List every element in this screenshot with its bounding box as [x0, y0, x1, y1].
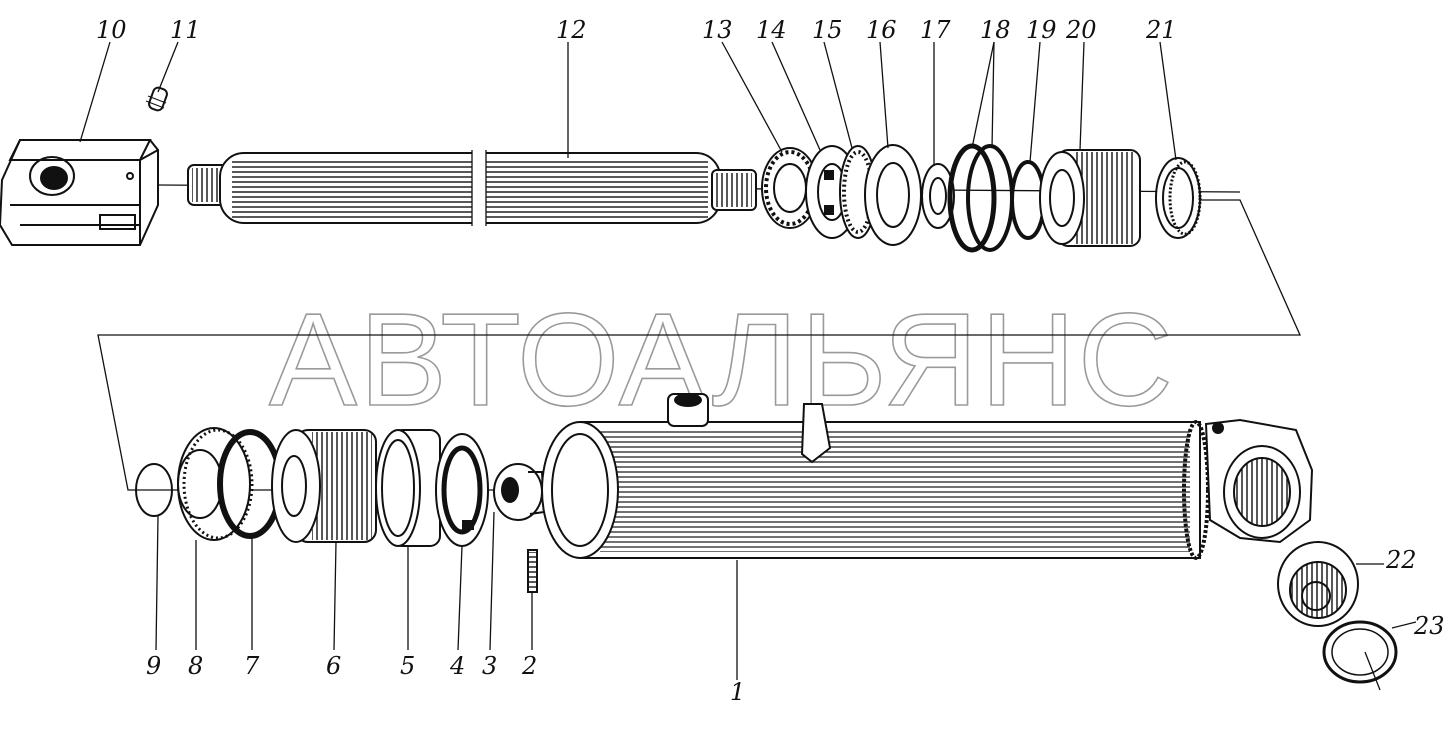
lower-assembly — [135, 393, 1398, 684]
part-labels: 10 11 12 13 14 15 16 17 18 19 20 21 9 8 … — [96, 16, 1445, 706]
label-part-12: 12 — [556, 16, 587, 44]
label-part-6: 6 — [326, 652, 341, 680]
part-22-bearing — [1277, 541, 1359, 627]
label-part-17: 17 — [920, 16, 951, 44]
part-8-washer — [177, 427, 254, 541]
label-part-9: 9 — [146, 652, 161, 680]
label-part-23: 23 — [1413, 612, 1445, 640]
label-part-8: 8 — [188, 652, 203, 680]
label-part-4: 4 — [449, 652, 465, 680]
part-11-grease-nipple — [145, 86, 168, 112]
part-2-screw — [527, 549, 538, 593]
part-18-o-rings — [947, 143, 1014, 253]
label-part-20: 20 — [1065, 16, 1097, 44]
label-part-14: 14 — [756, 16, 787, 44]
label-part-5: 5 — [400, 652, 415, 680]
part-16-washer — [864, 144, 922, 246]
label-part-1: 1 — [730, 678, 745, 706]
part-12-piston-rod — [187, 150, 757, 226]
label-part-2: 2 — [521, 652, 537, 680]
label-part-15: 15 — [812, 16, 843, 44]
part-1-cylinder-body — [541, 393, 1314, 560]
label-part-19: 19 — [1026, 16, 1057, 44]
part-3-nut — [493, 463, 546, 521]
part-4-seal — [435, 433, 489, 547]
label-part-18: 18 — [980, 16, 1011, 44]
watermark-text: АВТОАЛЬЯНС — [269, 286, 1175, 433]
label-part-22: 22 — [1385, 546, 1417, 574]
label-part-16: 16 — [866, 16, 897, 44]
part-5-bushing — [375, 429, 441, 547]
part-20-piston — [1039, 149, 1141, 247]
part-10-clevis — [0, 139, 159, 246]
part-21-ring — [1155, 157, 1202, 239]
label-part-21: 21 — [1145, 16, 1177, 44]
label-part-13: 13 — [702, 16, 733, 44]
leader-lines — [79, 41, 1417, 691]
part-17-bushing — [921, 163, 955, 229]
part-6-gland — [271, 429, 377, 543]
part-23-retaining-ring — [1322, 620, 1398, 684]
label-part-7: 7 — [244, 652, 260, 680]
label-part-3: 3 — [482, 652, 497, 680]
label-part-10: 10 — [96, 16, 127, 44]
upper-assembly — [0, 86, 1241, 253]
part-9-ring — [135, 463, 173, 517]
label-part-11: 11 — [170, 16, 201, 44]
